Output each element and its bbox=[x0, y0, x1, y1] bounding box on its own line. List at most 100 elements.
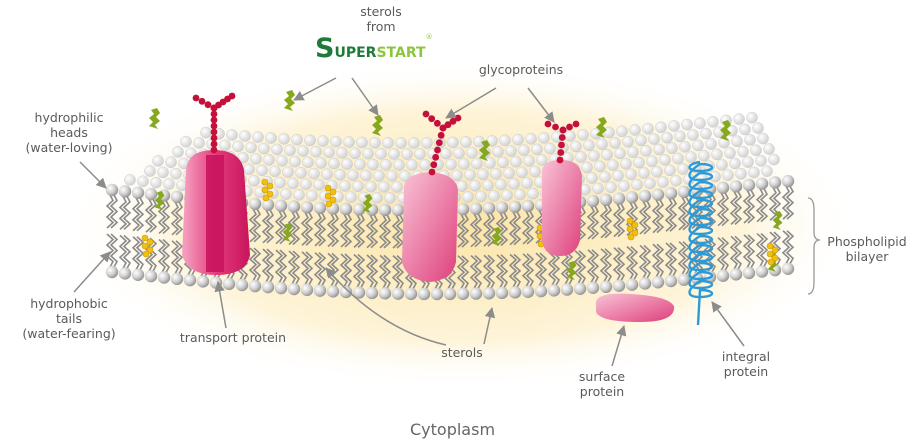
upper-head bbox=[301, 201, 313, 213]
surface-head bbox=[313, 179, 324, 190]
surface-head bbox=[343, 136, 354, 147]
surface-head bbox=[367, 159, 378, 170]
lower-head bbox=[327, 285, 339, 297]
surface-head bbox=[200, 127, 211, 138]
upper-head bbox=[249, 198, 261, 210]
brand-part1: UPER bbox=[334, 45, 376, 61]
sugar-bead bbox=[205, 101, 212, 108]
lower-head bbox=[106, 266, 118, 278]
surface-head bbox=[373, 170, 384, 181]
surface-head bbox=[172, 146, 183, 157]
lower-head bbox=[639, 277, 651, 289]
upper-head bbox=[288, 200, 300, 212]
surface-head bbox=[252, 131, 263, 142]
surface-head bbox=[742, 157, 753, 168]
sugar-bead bbox=[423, 111, 430, 118]
surface-head bbox=[170, 168, 181, 179]
surface-head bbox=[687, 129, 698, 140]
sugar-bead bbox=[557, 157, 564, 164]
surface-head bbox=[514, 189, 525, 200]
surface-head bbox=[705, 138, 716, 149]
surface-head bbox=[499, 135, 510, 146]
surface-head bbox=[144, 165, 155, 176]
surface-head bbox=[365, 181, 376, 192]
surface-head bbox=[685, 152, 696, 163]
surface-head bbox=[401, 148, 412, 159]
surface-head bbox=[341, 158, 352, 169]
surface-head bbox=[583, 140, 594, 151]
surface-head bbox=[388, 148, 399, 159]
upper-head bbox=[652, 188, 664, 200]
surface-head bbox=[482, 180, 493, 191]
surface-head bbox=[681, 119, 692, 130]
surface-head bbox=[523, 155, 534, 166]
surface-head bbox=[679, 141, 690, 152]
sterols-from-label: sterols from bbox=[352, 4, 410, 34]
lower-head bbox=[483, 287, 495, 299]
surface-head bbox=[466, 147, 477, 158]
surface-head bbox=[477, 169, 488, 180]
hydrophilic-heads-label: hydrophilic heads (water-loving) bbox=[20, 110, 118, 155]
upper-head bbox=[340, 203, 352, 215]
surface-head bbox=[163, 178, 174, 189]
surface-head bbox=[258, 143, 269, 154]
surface-head bbox=[232, 141, 243, 152]
upper-head bbox=[743, 179, 755, 191]
surface-head bbox=[655, 122, 666, 133]
cytoplasm-label: Cytoplasm bbox=[410, 420, 495, 439]
surface-head bbox=[640, 145, 651, 156]
transport-protein-label: transport protein bbox=[168, 330, 298, 345]
surface-head bbox=[369, 137, 380, 148]
surface-head bbox=[460, 136, 471, 147]
surface-head bbox=[414, 148, 425, 159]
surface-protein-label: surface protein bbox=[570, 369, 634, 399]
upper-head bbox=[522, 200, 534, 212]
surface-head bbox=[581, 162, 592, 173]
surface-head bbox=[668, 120, 679, 131]
surface-head bbox=[739, 124, 750, 135]
surface-head bbox=[421, 137, 432, 148]
surface-head bbox=[250, 153, 261, 164]
surface-head bbox=[735, 168, 746, 179]
lower-head bbox=[275, 282, 287, 294]
surface-head bbox=[531, 144, 542, 155]
lower-head bbox=[600, 281, 612, 293]
surface-head bbox=[755, 155, 766, 166]
upper-head bbox=[483, 202, 495, 214]
surface-head bbox=[752, 122, 763, 133]
surface-head bbox=[646, 156, 657, 167]
surface-head bbox=[648, 133, 659, 144]
surface-head bbox=[393, 159, 404, 170]
surface-head bbox=[280, 188, 291, 199]
surface-head bbox=[447, 137, 458, 148]
surface-head bbox=[490, 168, 501, 179]
upper-head bbox=[769, 176, 781, 188]
surface-head bbox=[456, 181, 467, 192]
lower-head bbox=[119, 267, 131, 279]
lower-head bbox=[678, 274, 690, 286]
sugar-bead bbox=[229, 93, 236, 100]
surface-head bbox=[599, 171, 610, 182]
surface-head bbox=[625, 169, 636, 180]
upper-head bbox=[314, 202, 326, 214]
sugar-bead bbox=[558, 142, 565, 149]
surface-head bbox=[256, 165, 267, 176]
lower-head bbox=[314, 284, 326, 296]
surface-head bbox=[282, 167, 293, 178]
upper-head bbox=[756, 177, 768, 189]
surface-head bbox=[518, 145, 529, 156]
transport-channel bbox=[206, 155, 224, 272]
upper-head bbox=[626, 191, 638, 203]
surface-head bbox=[362, 148, 373, 159]
surface-head bbox=[317, 135, 328, 146]
registered-mark: ® bbox=[426, 33, 433, 41]
surface-head bbox=[334, 169, 345, 180]
surface-head bbox=[508, 178, 519, 189]
surface-head bbox=[627, 147, 638, 158]
sugar-bead bbox=[557, 149, 564, 156]
lower-head bbox=[522, 286, 534, 298]
sugar-bead bbox=[211, 117, 218, 124]
surface-head bbox=[347, 170, 358, 181]
